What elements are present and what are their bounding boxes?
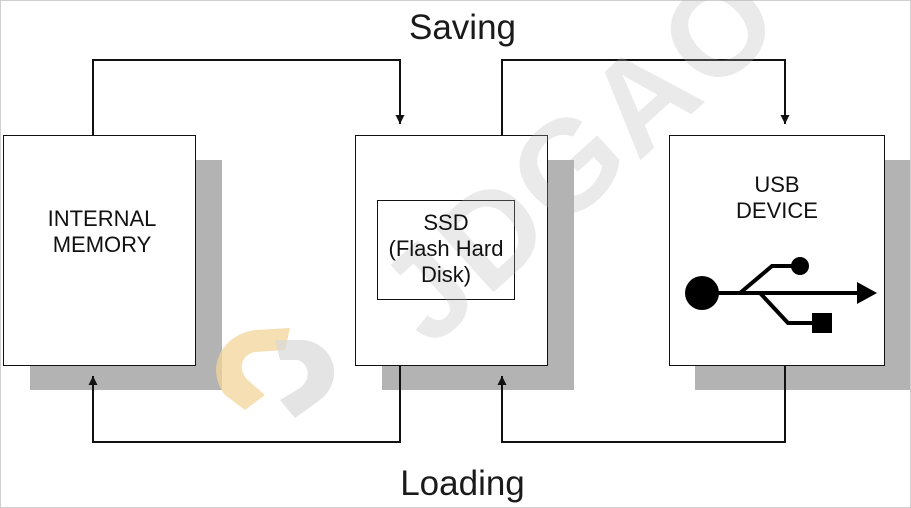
internal-memory-box: [3, 135, 196, 366]
saving-title: Saving: [408, 8, 517, 47]
ssd-inner-box: [377, 200, 515, 300]
internal-memory-label-line: INTERNAL: [47, 206, 157, 231]
watermark-logo-icon: [216, 328, 335, 418]
usb-device-box: [669, 135, 885, 366]
edge-ssd-to-usb: [501, 59, 790, 135]
edge-internal-to-ssd: [92, 59, 405, 135]
ssd-label-line: SSD: [423, 210, 469, 235]
usb-icon: [685, 257, 877, 333]
watermark: JDGAO: [200, 0, 807, 450]
internal-memory-label-line: MEMORY: [52, 232, 152, 257]
usb-device-label-line: DEVICE: [736, 198, 818, 223]
loading-title: Loading: [400, 464, 525, 503]
ssd-label-line: Disk): [420, 262, 472, 287]
usb-device-label: USB DEVICE: [669, 172, 885, 224]
edge-ssd-to-internal: [88, 366, 401, 443]
ssd-label: SSD (Flash Hard Disk): [377, 210, 515, 288]
internal-memory-label: INTERNAL MEMORY: [3, 206, 201, 258]
usb-device-label-line: USB: [754, 172, 800, 197]
edge-usb-to-ssd: [497, 366, 786, 443]
ssd-label-line: (Flash Hard: [388, 236, 504, 261]
